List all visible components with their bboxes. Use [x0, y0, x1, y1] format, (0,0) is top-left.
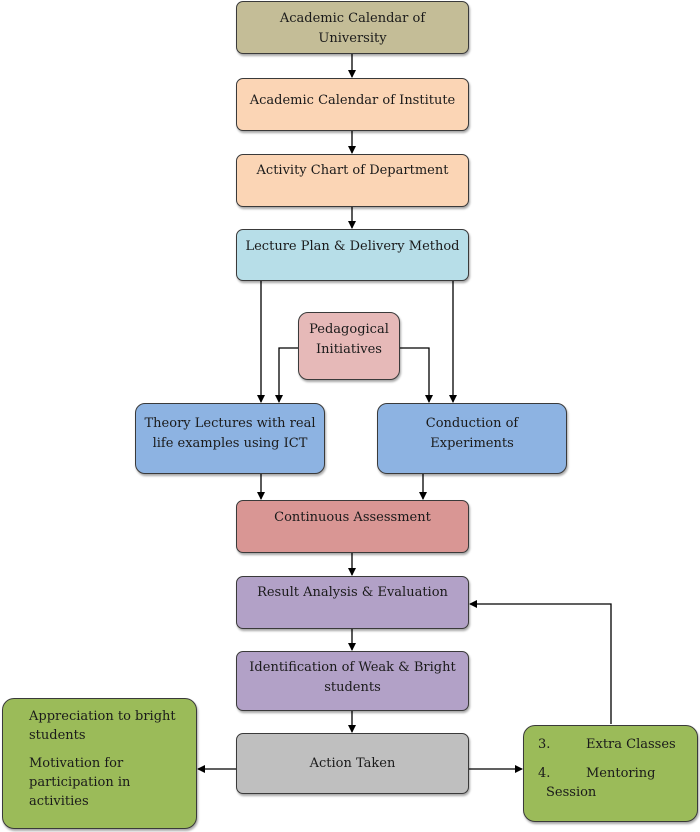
- spacer: [538, 754, 691, 764]
- activity-chart-label: Activity Chart of Department: [256, 163, 449, 178]
- motivation-line1: Motivation for: [29, 756, 124, 771]
- academic-calendar-university-label: Academic Calendar of University: [279, 11, 426, 46]
- pedagogical-initiatives-node: Pedagogical Initiatives: [298, 312, 400, 380]
- mentoring-session-text: Session: [546, 785, 597, 800]
- lecture-plan-label: Lecture Plan & Delivery Method: [245, 239, 460, 254]
- action-taken-node: Action Taken: [236, 733, 469, 794]
- mentoring-text: Mentoring: [586, 766, 656, 781]
- pedagogical-label-line2: Initiatives: [316, 342, 382, 357]
- mentoring-number: 4.: [538, 766, 551, 781]
- experiments-label-line1: Conduction of: [425, 416, 519, 431]
- pedagogical-label-line1: Pedagogical: [309, 322, 389, 337]
- academic-calendar-institute-label: Academic Calendar of Institute: [249, 93, 456, 108]
- appreciation-motivation-box: Appreciation to bright students Motivati…: [2, 698, 197, 829]
- extra-classes-number: 3.: [538, 737, 551, 752]
- spacer: [29, 745, 186, 754]
- identification-node: Identification of Weak & Bright students: [236, 651, 469, 711]
- arrow-pedagogical-to-theory: [275, 347, 298, 403]
- theory-label-line1: Theory Lectures with real: [144, 416, 316, 431]
- theory-label-line2: life examples using ICT: [152, 436, 308, 451]
- activity-chart-node: Activity Chart of Department: [236, 154, 469, 207]
- continuous-assessment-node: Continuous Assessment: [236, 500, 469, 553]
- lecture-plan-node: Lecture Plan & Delivery Method: [236, 229, 469, 281]
- motivation-line2: participation in: [29, 775, 131, 790]
- mentoring-item: 4. Mentoring: [538, 764, 691, 783]
- conduction-experiments-node: Conduction of Experiments: [377, 403, 567, 474]
- identification-label-line1: Identification of Weak & Bright: [249, 660, 456, 675]
- result-analysis-node: Result Analysis & Evaluation: [236, 576, 469, 629]
- extra-classes-item: 3. Extra Classes: [538, 735, 691, 754]
- identification-label-line2: students: [324, 680, 381, 695]
- continuous-assessment-label: Continuous Assessment: [274, 510, 431, 525]
- theory-lectures-node: Theory Lectures with real life examples …: [135, 403, 325, 474]
- motivation-line3: activities: [29, 794, 89, 809]
- appreciation-line2: students: [29, 728, 86, 743]
- academic-calendar-university-node: Academic Calendar of University: [236, 1, 469, 54]
- action-taken-label: Action Taken: [309, 755, 396, 771]
- appreciation-line1: Appreciation to bright: [29, 709, 176, 724]
- result-analysis-label: Result Analysis & Evaluation: [257, 585, 448, 600]
- arrow-feedback-to-result: [469, 600, 612, 724]
- extra-classes-text: Extra Classes: [586, 737, 676, 752]
- extra-classes-mentoring-box: 3. Extra Classes 4. Mentoring Session: [523, 725, 698, 822]
- arrow-pedagogical-to-experiments: [400, 347, 433, 403]
- experiments-label-line2: Experiments: [430, 436, 514, 451]
- academic-calendar-institute-node: Academic Calendar of Institute: [236, 78, 469, 131]
